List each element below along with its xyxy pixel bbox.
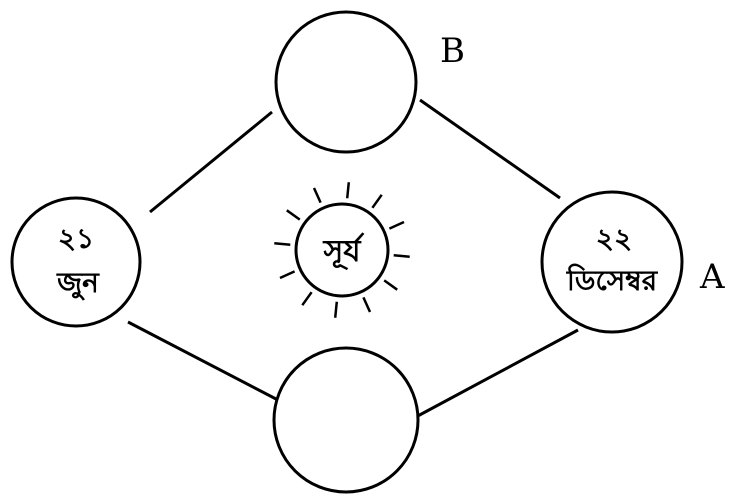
right-day-label: ২২ [596,222,632,255]
sun-rays [274,182,410,318]
sun-ray [301,291,313,306]
sun-ray [388,220,405,230]
earth-position-right [540,190,684,334]
orbit-path [127,98,579,420]
earth-position-bottom [272,346,420,494]
right-month-label: ডিসেম্বর [566,263,659,297]
left-day-label: ২১ [58,222,94,255]
sun: সূর্য [274,182,410,318]
earth-position-top [274,10,418,154]
sun-ray [286,209,301,221]
earth-position-left [10,196,142,328]
position-letter-b: B [440,31,465,71]
sun-ray [312,187,322,204]
orbit-line-left-top [149,110,273,214]
sun-ray [383,279,398,291]
sun-ray [345,182,351,199]
sun-ray [279,270,296,280]
position-letter-a: A [699,257,725,297]
sun-ray [393,253,410,259]
orbit-line-bottom-right [413,328,579,420]
sun-ray [274,241,291,247]
left-month-label: জুন [56,266,100,300]
sun-ray [333,301,339,318]
sun-label: সূর্য [322,232,364,270]
orbit-line-top-right [419,98,561,200]
orbit-line-left-bottom [127,320,279,402]
sun-disc [294,202,390,298]
sun-ray [362,296,372,313]
sun-ray [371,194,383,209]
